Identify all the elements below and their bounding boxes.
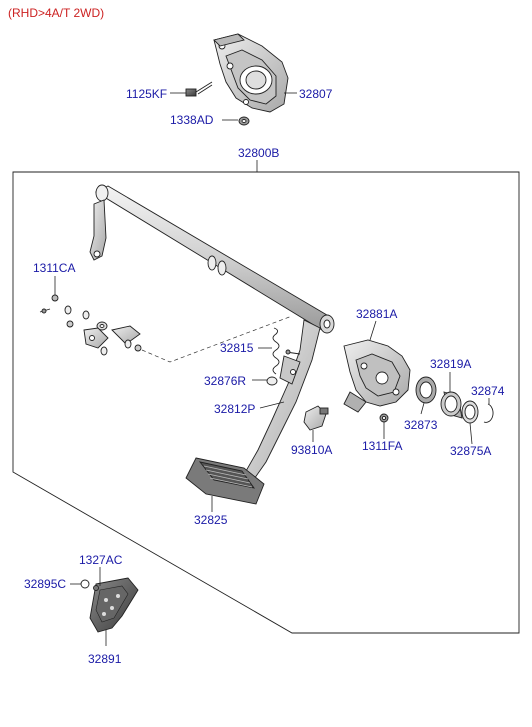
pad-cover-hole [104,598,108,602]
small-parts-1311ca[interactable] [39,294,142,356]
pad-cover-hole [116,594,120,598]
pedal-arm[interactable] [241,319,321,483]
label-1311fa[interactable]: 1311FA [362,439,402,453]
cap-32895c[interactable] [80,579,90,589]
leader-lines [54,92,490,646]
pad-cover-hole [110,606,114,610]
nut-1338ad[interactable] [238,116,250,126]
part-labels: 1125KF 32807 1338AD 32800B 1311CA 32881A… [24,87,505,666]
label-32819a[interactable]: 32819A [430,357,471,371]
shaft-left-arm[interactable] [89,199,107,261]
spring-32815[interactable] [272,327,301,375]
label-32800b[interactable]: 32800B [238,146,279,160]
pedal-shaft[interactable] [95,184,335,334]
pad-cover-hole [102,612,106,616]
label-1311ca[interactable]: 1311CA [33,261,75,275]
nut-1311fa[interactable] [379,413,389,423]
label-32891[interactable]: 32891 [88,652,122,666]
label-32873[interactable]: 32873 [404,418,438,432]
label-93810a[interactable]: 93810A [291,443,332,457]
bushing-32873[interactable] [415,376,437,404]
label-32807[interactable]: 32807 [299,87,333,101]
label-32895c[interactable]: 32895C [24,577,66,591]
clip-32874[interactable] [483,403,494,423]
label-32825[interactable]: 32825 [194,513,228,527]
label-32812p[interactable]: 32812P [214,402,255,416]
washer-32875a[interactable] [461,400,479,424]
switch-93810a[interactable] [303,405,329,431]
screw-1327ac[interactable] [93,585,99,591]
bushing-32819a[interactable] [440,391,463,419]
label-1327ac[interactable]: 1327AC [79,553,123,567]
label-32875a[interactable]: 32875A [450,444,491,458]
dashed-assembly-line [141,315,293,363]
label-32874[interactable]: 32874 [471,384,505,398]
bracket-32881a[interactable] [343,339,411,413]
label-32881a[interactable]: 32881A [356,307,397,321]
bushing-32876r[interactable] [266,376,278,386]
label-1338ad[interactable]: 1338AD [170,113,214,127]
pad-cover-32891[interactable] [89,577,139,633]
assembly-frame [12,171,520,634]
variant-header: (RHD>4A/T 2WD) [8,6,104,20]
label-1125kf[interactable]: 1125KF [126,87,167,101]
pedal-pad-32825[interactable] [185,457,265,505]
bracket-32807[interactable] [213,33,289,113]
label-32815[interactable]: 32815 [220,341,254,355]
bolt-1125kf[interactable] [185,81,213,97]
label-32876r[interactable]: 32876R [204,374,246,388]
